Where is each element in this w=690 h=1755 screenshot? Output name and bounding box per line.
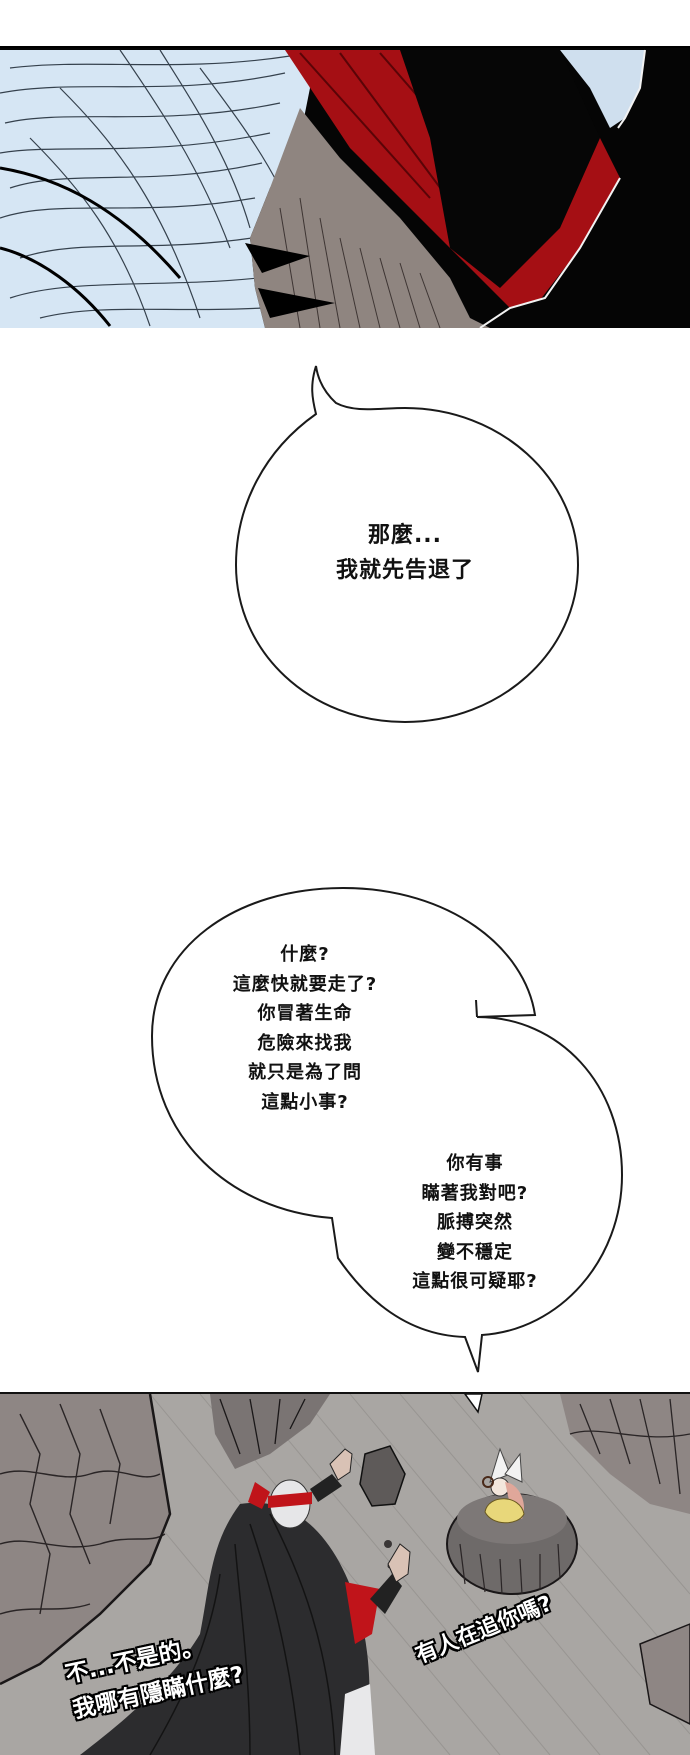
speech-bubble-2: 什麼? 這麼快就要走了? 你冒著生命 危險來找我 就只是為了問 這點小事? bbox=[185, 940, 425, 1117]
bubble-2-line: 就只是為了問 bbox=[248, 1062, 362, 1083]
elder-closeup-illustration bbox=[0, 48, 690, 328]
bubble-2-line: 什麼? bbox=[280, 944, 330, 965]
speech-bubble-1: 那麼... 我就先告退了 bbox=[270, 518, 540, 588]
bubble-3-line: 瞞著我對吧? bbox=[421, 1182, 529, 1204]
speech-bubble-3: 你有事 瞞著我對吧? 脈搏突然 變不穩定 這點很可疑耶? bbox=[365, 1149, 585, 1297]
bubble-1-line: 我就先告退了 bbox=[335, 558, 474, 583]
bubble-3-line: 你有事 bbox=[446, 1153, 504, 1174]
panel-closeup-elder bbox=[0, 46, 690, 328]
bubble-2-line: 這麼快就要走了? bbox=[232, 973, 378, 995]
bubble-1-line: 那麼... bbox=[367, 523, 443, 548]
bubble-3-line: 脈搏突然 bbox=[437, 1212, 513, 1233]
panel-cliff-scene bbox=[0, 1392, 690, 1755]
cloaked-elder-figure bbox=[80, 1448, 411, 1755]
small-figure bbox=[482, 1447, 525, 1524]
cliff-scene-illustration bbox=[0, 1394, 690, 1755]
bubble-2-line: 你冒著生命 bbox=[257, 1003, 353, 1024]
bubble-3-line: 變不穩定 bbox=[437, 1241, 513, 1263]
bubble-2-line: 這點小事? bbox=[261, 1091, 349, 1113]
bubble-2-line: 危險來找我 bbox=[257, 1032, 353, 1054]
bubble-3-line: 這點很可疑耶? bbox=[412, 1271, 538, 1292]
